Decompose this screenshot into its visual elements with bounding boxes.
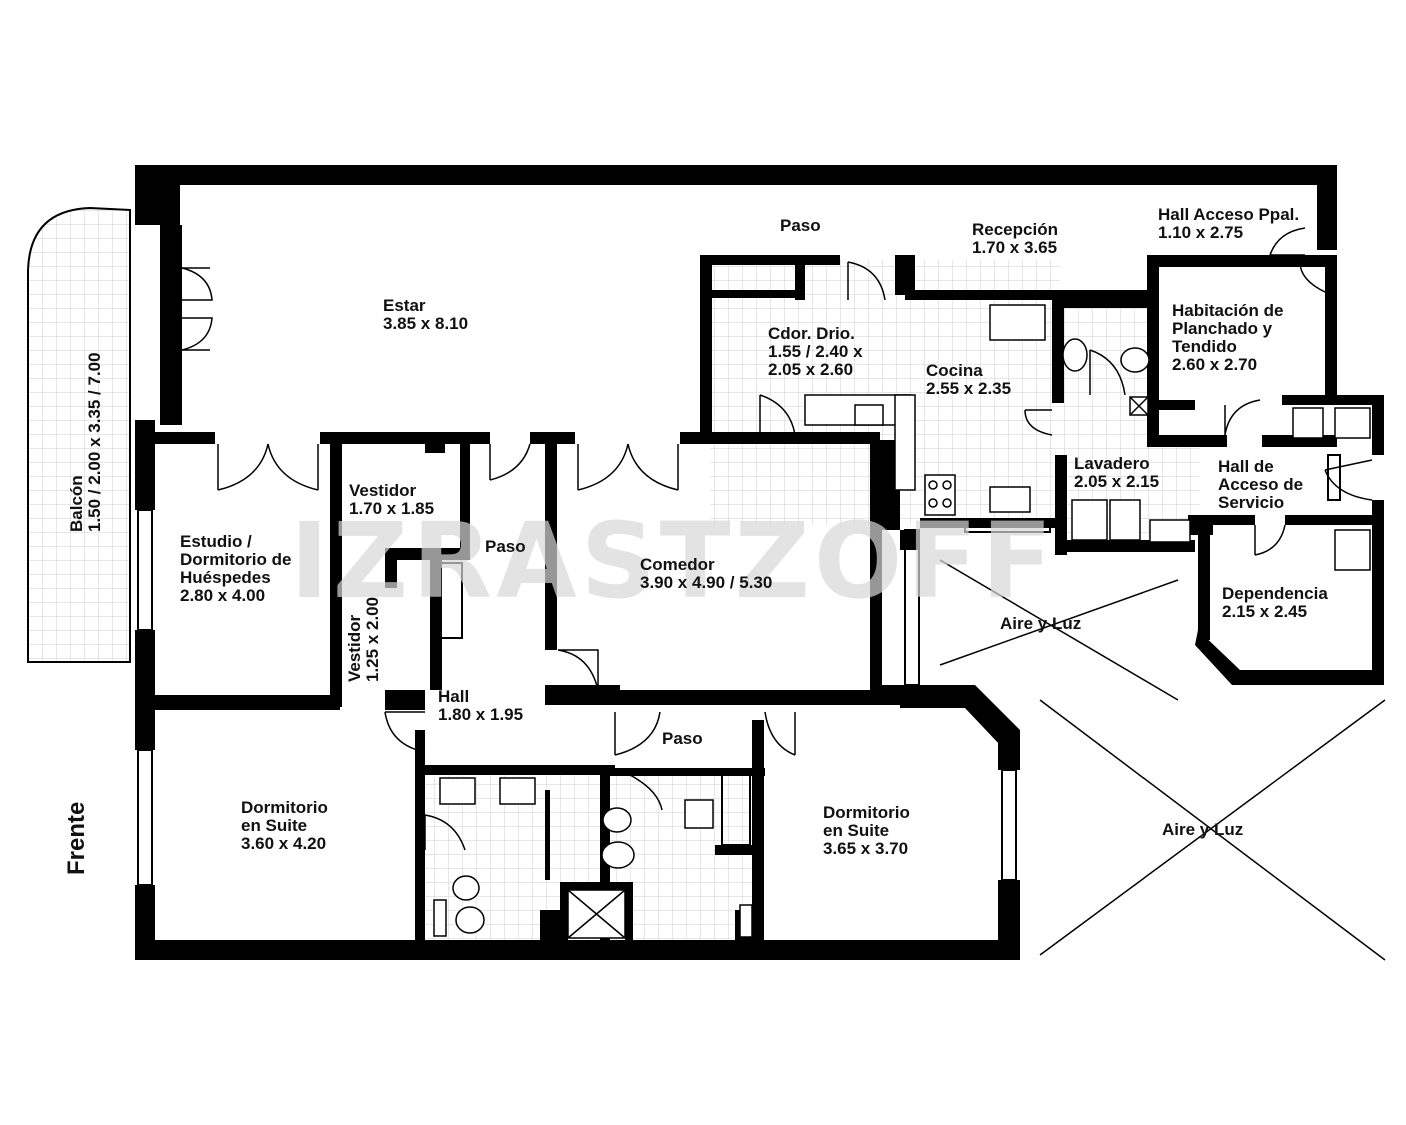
sink-icon xyxy=(439,777,476,805)
air-light-diagonals xyxy=(939,559,1386,961)
sink-icon xyxy=(854,404,884,426)
watermark: IZRASTZOFF xyxy=(290,500,1057,622)
walls xyxy=(135,165,1384,960)
door-swing-icon xyxy=(181,227,1373,851)
orientation-label: Frente xyxy=(63,801,90,875)
toilet-icon xyxy=(1062,338,1088,372)
sink-icon xyxy=(989,486,1031,513)
washer-icon xyxy=(1071,499,1108,541)
dryer-icon xyxy=(1109,499,1141,541)
toilet-icon xyxy=(455,906,485,934)
sink-icon xyxy=(499,777,536,805)
sink-icon xyxy=(1149,519,1191,543)
sink-icon xyxy=(684,799,714,829)
room-label-paso-mid: Paso xyxy=(485,537,526,556)
sink-icon xyxy=(1120,347,1150,373)
room-label-paso-top: Paso xyxy=(780,216,821,235)
toilet-icon xyxy=(601,841,635,869)
room-label-paso-low: Paso xyxy=(662,729,703,748)
fixtures xyxy=(433,304,1371,939)
appliance-icon xyxy=(989,304,1046,341)
room-label-hall-acceso-ppal: Hall Acceso Ppal.1.10 x 2.75 xyxy=(1158,205,1300,242)
bidet-icon xyxy=(602,807,632,833)
windows xyxy=(137,454,1361,886)
bidet-icon xyxy=(452,875,480,901)
room-label-aire-luz-1: Aire y Luz xyxy=(1000,614,1082,633)
room-label-aire-luz-2: Aire y Luz xyxy=(1162,820,1244,839)
